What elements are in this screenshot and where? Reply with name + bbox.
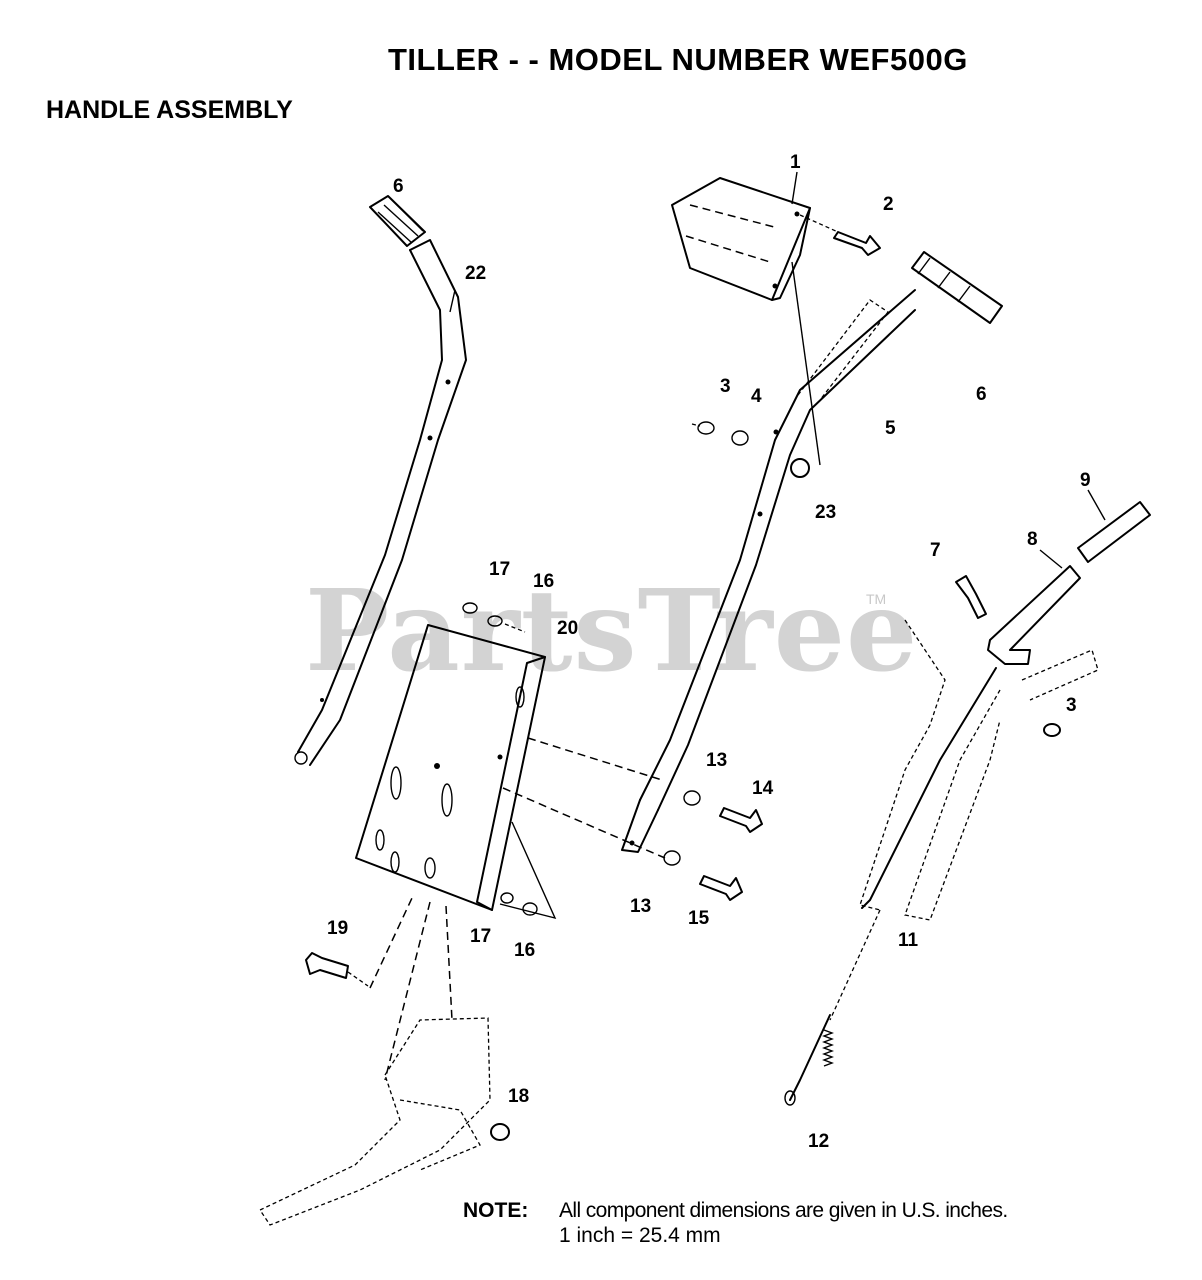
part-19-bolt [305,952,369,987]
callout-5: 5 [885,418,896,439]
part-1-console-panel [671,177,821,466]
section-title: HANDLE ASSEMBLY [46,96,293,124]
callout-17-upper: 17 [489,559,510,580]
callout-22: 22 [465,263,486,284]
part-22-left-handle [294,239,467,766]
part-12-spring [784,1014,834,1106]
callout-4: 4 [751,386,762,407]
washer-set-upper [691,421,810,478]
note-label: NOTE: [463,1199,529,1222]
callout-13-upper: 13 [706,750,727,771]
part-11-rod [829,619,1099,1021]
callout-3-upper: 3 [720,376,731,397]
watermark: PartsTree [305,566,919,697]
callout-labels: 1 2 3 3 4 5 6 6 7 8 9 11 12 13 13 14 15 … [327,152,1091,1152]
callout-1: 1 [790,152,801,173]
washer-set-17-16-lower [500,892,538,916]
note-text-line-1: All component dimensions are given in U.… [559,1199,1008,1222]
lever-assembly-7-8-9 [955,501,1151,665]
watermark-trademark: TM [866,591,887,607]
callout-16-upper: 16 [533,571,554,592]
fastener-set-13-14-15 [663,790,763,901]
callout-23: 23 [815,502,836,523]
diagram-title: TILLER - - MODEL NUMBER WEF500G [388,42,968,77]
callout-19: 19 [327,918,348,939]
part-6-left-grip [369,195,426,247]
callout-6-right: 6 [976,384,987,405]
callout-18: 18 [508,1086,529,1107]
callout-20: 20 [557,618,578,639]
callout-15: 15 [688,908,710,929]
callout-7: 7 [930,540,941,561]
callout-6-left: 6 [393,176,404,197]
washer-set-17-16-upper [462,602,526,633]
callout-14: 14 [752,778,774,799]
tiller-frame-ghost [259,1017,510,1226]
leader-lines [449,171,1106,569]
callout-9: 9 [1080,470,1091,491]
callout-17-lower: 17 [470,926,491,947]
part-20-bracket-plate [355,624,557,920]
note-text-line-2: 1 inch = 25.4 mm [559,1224,721,1247]
callout-16-lower: 16 [514,940,535,961]
callout-2: 2 [883,194,894,215]
callout-3-lower: 3 [1066,695,1077,716]
part-2-bolt [799,214,881,256]
callout-11: 11 [898,930,919,951]
assembly-lines [369,737,666,1081]
callout-8: 8 [1027,529,1038,550]
part-5-right-handle [621,289,916,853]
callout-12: 12 [808,1131,829,1152]
callout-13-lower: 13 [630,896,651,917]
part-6-right-grip [911,251,1003,324]
